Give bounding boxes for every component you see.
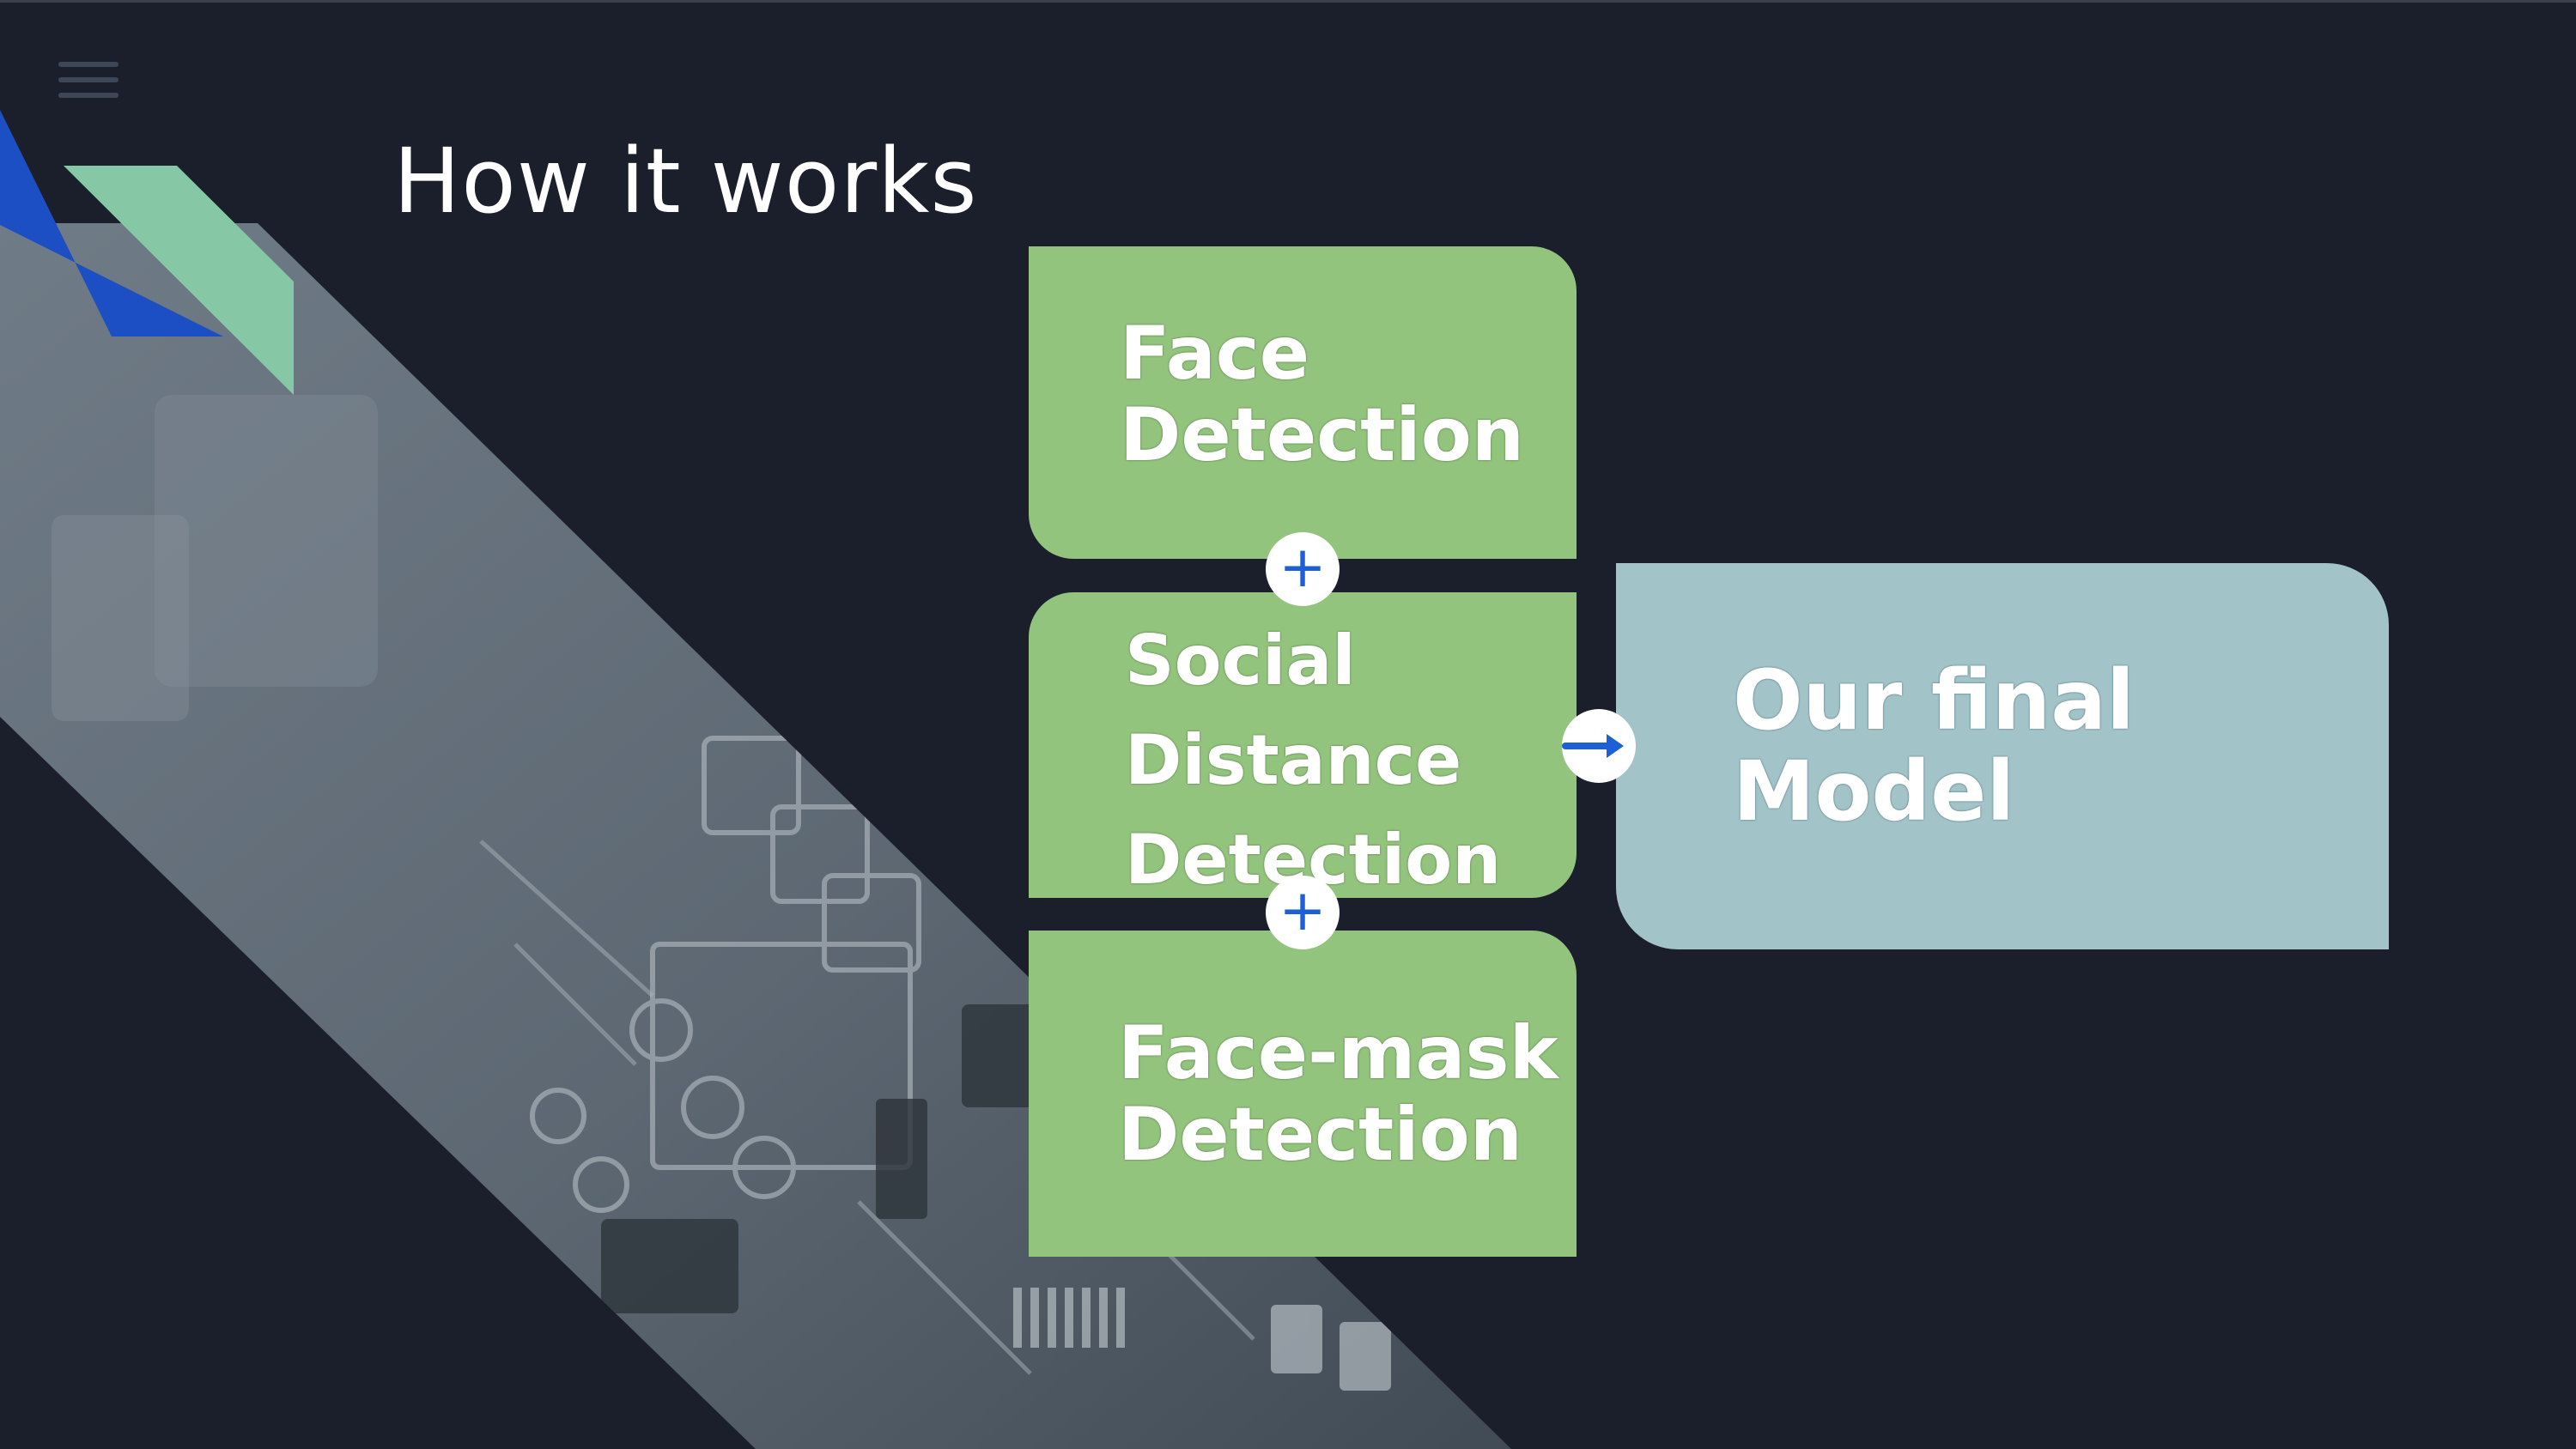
slide-title: How it works [393, 129, 978, 233]
arrow-right-icon [1562, 709, 1636, 783]
box-label-line: Detection [1120, 391, 1525, 478]
face-detection-box: Face Detection [1029, 246, 1577, 559]
accent-blue-shape [0, 110, 223, 336]
plus-icon: + [1266, 876, 1340, 949]
final-model-box: Our final Model [1616, 563, 2389, 949]
menu-line [58, 62, 118, 67]
box-label-line: Distance [1125, 720, 1462, 800]
top-border [0, 0, 2576, 3]
box-label-line: Face [1120, 311, 1310, 397]
menu-line [58, 77, 118, 82]
plus-icon: + [1266, 532, 1340, 606]
arrow-right-glyph [1562, 734, 1624, 758]
box-label-line: Social [1125, 621, 1356, 700]
box-label-line: Model [1733, 743, 2015, 840]
menu-line [58, 93, 118, 98]
box-label-line: Detection [1125, 820, 1502, 900]
face-mask-detection-box: Face-mask Detection [1029, 931, 1577, 1257]
box-label-line: Face-mask [1118, 1010, 1558, 1096]
box-label-line: Detection [1118, 1091, 1523, 1178]
accent-mint-shape [64, 166, 294, 395]
hamburger-menu-icon[interactable] [52, 57, 122, 106]
box-label-line: Our final [1733, 652, 2135, 749]
social-distance-detection-box: Social Distance Detection [1029, 592, 1577, 900]
